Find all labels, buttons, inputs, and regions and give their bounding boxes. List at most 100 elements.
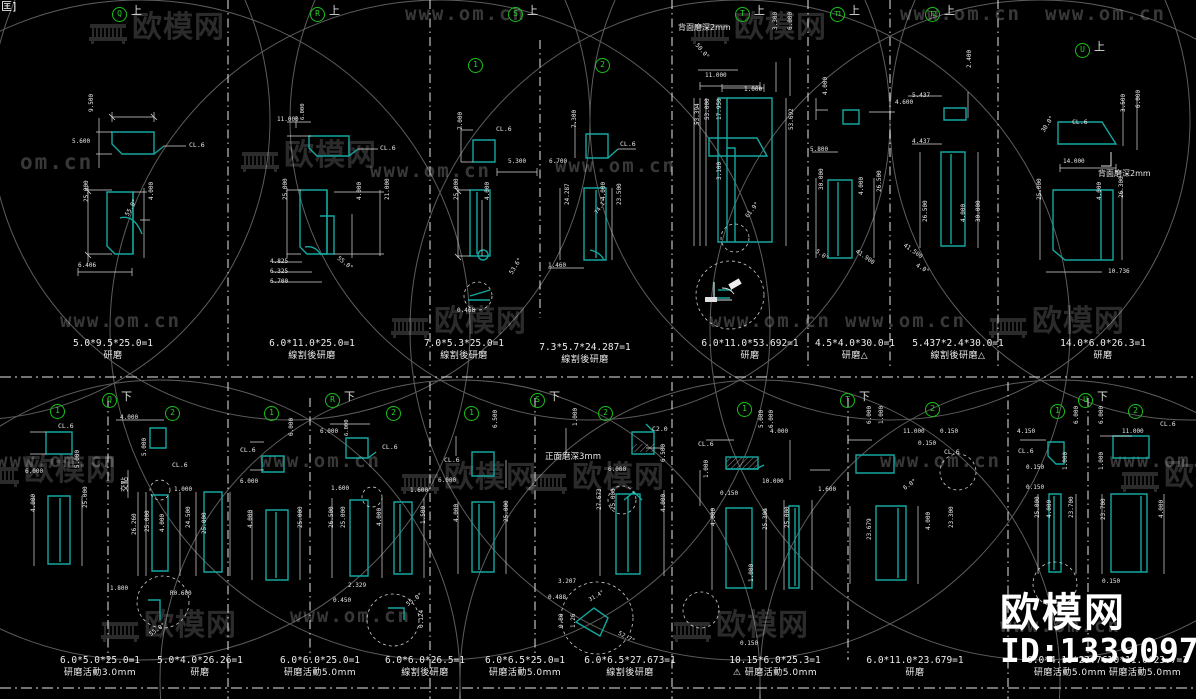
panel-marker-letter: R [325,393,340,408]
caption-size: 7.3*5.7*24.287=1 [539,342,631,353]
dimension-lines [30,58,1165,590]
warn-triangle-icon: ⚠ [732,668,742,678]
panel-marker-side: 下 [344,390,355,403]
panel-caption: 7.0*5.3*25.0=1 線割後研磨 [374,338,554,362]
panel-caption: 6.0*11.0*53.692=1 研磨 [660,338,840,362]
caption-process: 線割後研磨 [401,668,449,678]
dimension-ticks [84,113,462,261]
sub-marker-1[interactable]: 1 [264,406,279,421]
panel-marker-letter: Q [112,7,127,22]
panel-marker-t1-top[interactable]: T1 上 [830,2,860,22]
panel-marker-side: 上 [754,4,765,17]
caption-size: 6.0*6.0*25.0=1 [279,655,361,666]
panel-caption: 5.0*9.5*25.0=1 研磨 [28,338,198,362]
caption-size: 6.0*5.0*25.0=1 [59,655,141,666]
panel-marker-letter: S [508,7,523,22]
panel-caption: 6.0*6.0*26.5=1 線割後研磨 [345,655,505,679]
caption-size: 6.0*11.0*23.7=1 [1102,655,1188,666]
caption-process: 研磨活動5.0mm [283,668,357,678]
caption-size: 6.0*6.5*27.673=1 [584,655,676,666]
caption-process: 線割後研磨 [561,355,609,365]
panel-marker-side: 上 [131,4,142,17]
panel-caption: 5.437*2.4*30.0=1 線割後研磨△ [878,338,1038,362]
panel-caption: 6.0*11.0*25.0=1 線割後研磨 [222,338,402,362]
caption-process: 研磨活動5.0mm [488,668,562,678]
panel-marker-letter: S [530,393,545,408]
caption-process: 研磨活動5.0mm [1033,668,1107,678]
panel-caption: 6.0*6.0*25.0=1 研磨活動5.0mm [240,655,400,679]
caption-process: 線割後研磨 [440,351,488,361]
triangle-mark: △ [860,351,869,361]
caption-size: 6.0*6.5*25.0=1 [484,655,566,666]
caption-process: 研磨活動3.0mm [63,668,137,678]
caption-size: 5.437*2.4*30.0=1 [912,338,1004,349]
sub-marker-1[interactable]: 1 [737,402,752,417]
panel-marker-letter: U [1075,43,1090,58]
sub-marker-2[interactable]: 2 [598,406,613,421]
panel-marker-letter: Q [102,393,117,408]
panel-marker-side: 下 [859,390,870,403]
sub-marker-2[interactable]: 2 [1128,404,1143,419]
sub-marker-1[interactable]: 1 [464,406,479,421]
sub-marker-1[interactable]: 1 [50,404,65,419]
caption-size: 14.0*6.0*26.3=1 [1060,338,1146,349]
sub-marker-1[interactable]: 1 [1050,404,1065,419]
panel-marker-side: 上 [944,4,955,17]
sub-marker-2[interactable]: 2 [386,406,401,421]
caption-size: 4.5*4.0*30.0=1 [814,338,896,349]
panel-caption: 10.15*6.0*25.3=1 ⚠ 研磨活動5.0mm [680,655,870,679]
panel-marker-side: 上 [527,4,538,17]
panel-marker-side: 上 [849,4,860,17]
panel-marker-letter: T1 [830,7,845,22]
panel-caption: 6.0*11.0*23.679=1 研磨 [820,655,1010,679]
caption-process: 研磨 [103,351,123,361]
caption-size: 5.0*9.5*25.0=1 [72,338,154,349]
panel-marker-side: 上 [1094,40,1105,53]
panel-marker-side: 下 [121,390,132,403]
caption-size: 10.15*6.0*25.3=1 [729,655,821,666]
panel-caption: 4.5*4.0*30.0=1 研磨△ [790,338,920,362]
caption-size: 6.0*11.0*23.679=1 [866,655,964,666]
panel-marker-t2-top[interactable]: T2 上 [925,2,955,22]
triangle-mark: △ [978,351,986,361]
sub-marker-2[interactable]: 2 [595,58,610,73]
panel-caption: 6.0*11.0*23.7=1 研磨活動5.0mm [1090,655,1196,679]
caption-process: 研磨 [740,351,760,361]
panel-marker-letter: T2 [925,7,940,22]
panel-marker-side: 下 [1097,390,1108,403]
panel-marker-side: 下 [549,390,560,403]
caption-process: 研磨 [190,668,210,678]
caption-size: 6.0*6.0*26.5=1 [384,655,466,666]
panel-caption: 6.0*4.15*23.7=1 研磨活動5.0mm [990,655,1150,679]
sub-marker-2[interactable]: 2 [165,406,180,421]
caption-process: 線割後研磨 [288,351,336,361]
caption-process: ⚠ 研磨活動5.0mm [732,668,818,678]
caption-process: 研磨 [905,668,925,678]
caption-size: 6.0*11.0*53.692=1 [701,338,799,349]
sub-marker-1[interactable]: 1 [468,58,483,73]
panel-marker-side: 上 [329,4,340,17]
panel-marker-letter: R [310,7,325,22]
caption-process: 研磨活動5.0mm [1108,668,1182,678]
caption-process: 研磨 [1093,351,1113,361]
panel-marker-letter: T [840,393,855,408]
panel-caption: 14.0*6.0*26.3=1 研磨 [1018,338,1188,362]
row-divider [0,376,1196,689]
panel-marker-letter: T [735,7,750,22]
sub-marker-2[interactable]: 2 [925,402,940,417]
panel-caption: 7.3*5.7*24.287=1 線割後研磨 [490,342,680,366]
corner-text: 匡] [1,0,17,13]
caption-process: 研磨△ [841,351,869,361]
